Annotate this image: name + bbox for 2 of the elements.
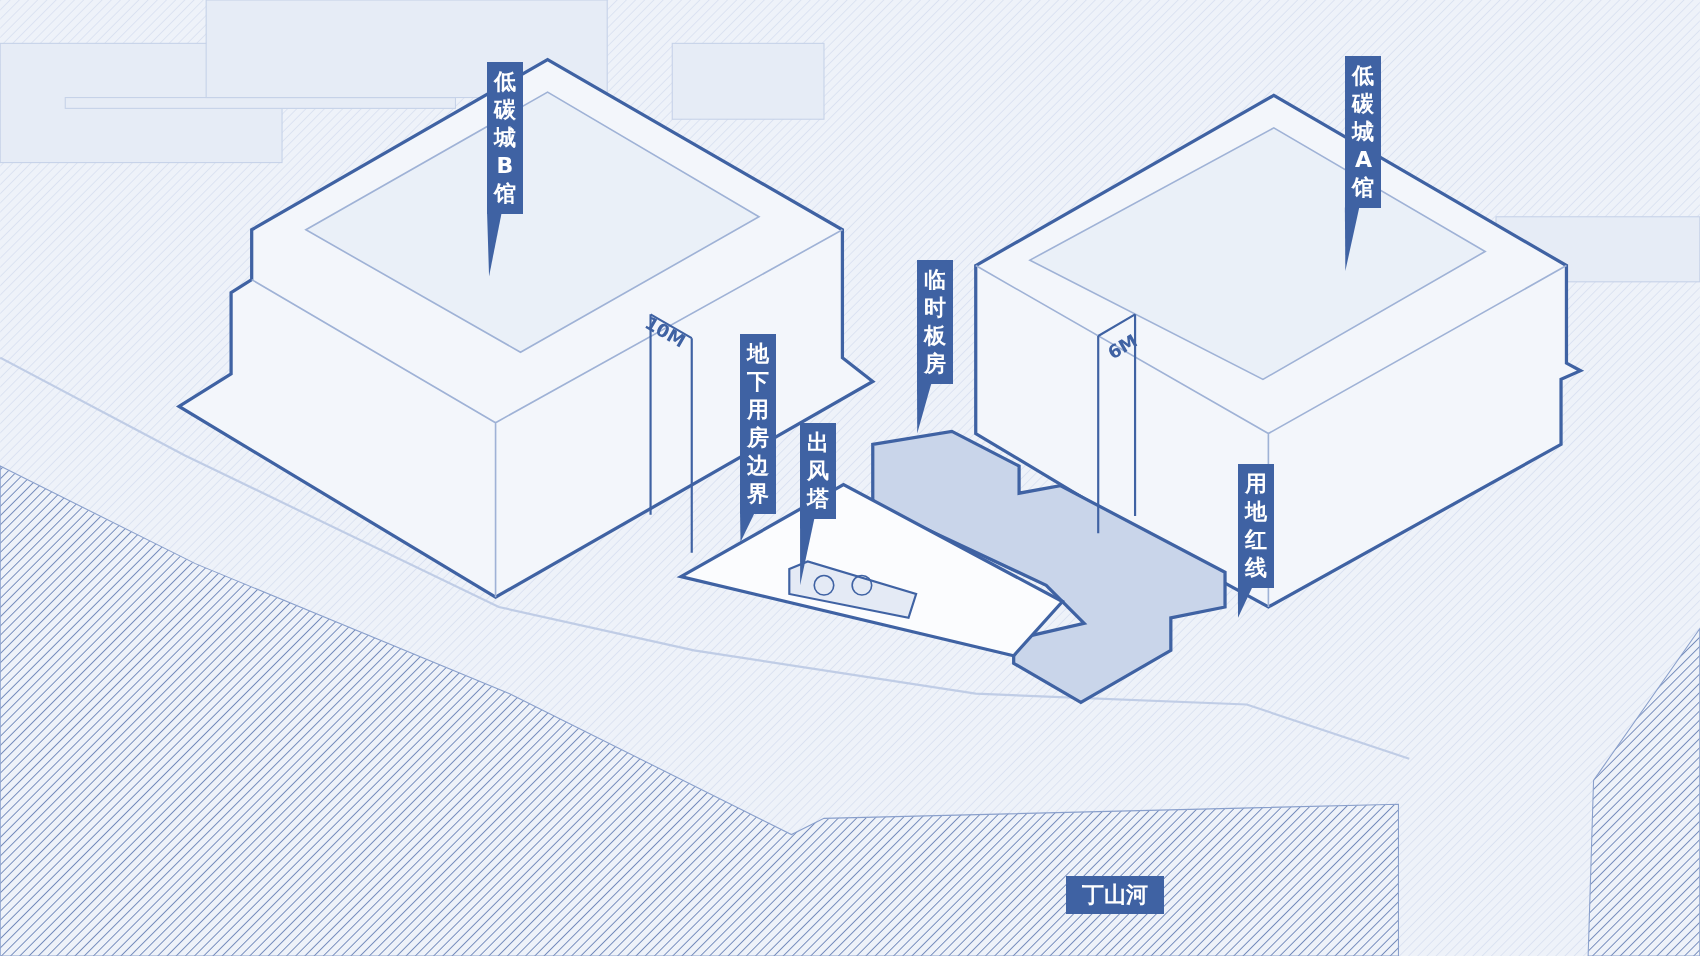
dimension-label: 6M — [1103, 329, 1141, 363]
dimension-label: 10M — [641, 312, 689, 352]
